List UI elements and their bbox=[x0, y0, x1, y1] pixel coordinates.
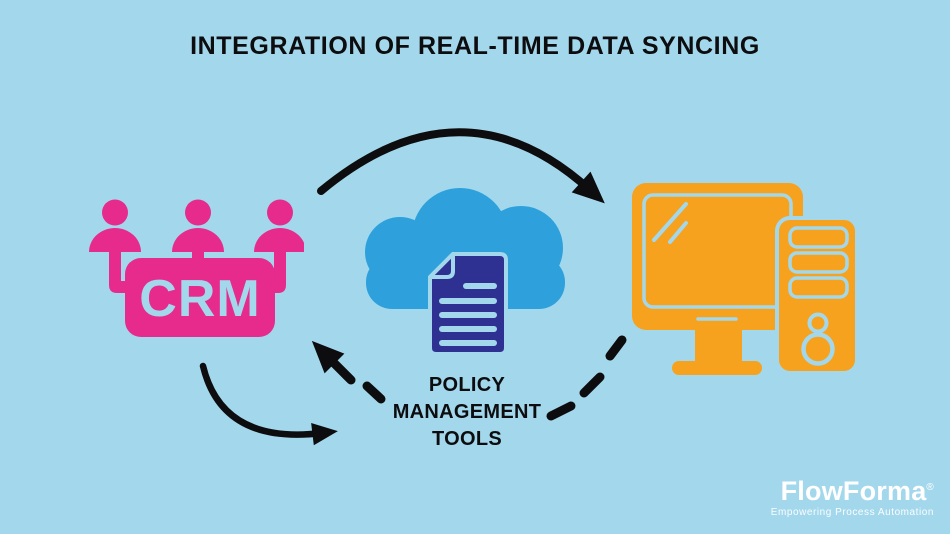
person-body-middle bbox=[172, 228, 224, 252]
monitor-stand-neck bbox=[695, 328, 742, 361]
crm-label: CRM bbox=[139, 270, 260, 328]
policy-tools-line1: POLICY bbox=[428, 374, 506, 396]
arrow-crm-to-policy bbox=[199, 362, 338, 446]
desktop-computer-icon bbox=[632, 183, 859, 375]
dashed-arrow-policy-to-crm bbox=[311, 340, 386, 404]
crm-people bbox=[89, 199, 304, 252]
crm-badge bbox=[125, 258, 275, 337]
person-body-right bbox=[254, 228, 304, 252]
crm-team-icon: CRM bbox=[89, 199, 304, 337]
person-head-middle bbox=[185, 199, 211, 226]
screen-glare-lines bbox=[652, 202, 688, 244]
document-shape bbox=[428, 252, 508, 356]
brand-logo: FlowForma® Empowering Process Automation bbox=[770, 475, 934, 518]
policy-tools-label: POLICY MANAGEMENT TOOLS bbox=[357, 372, 577, 453]
tower-drive-slots bbox=[788, 226, 849, 299]
dashed-line-policy-to-computer bbox=[546, 335, 627, 421]
arrow-crm-to-computer bbox=[317, 128, 605, 204]
document-text-lines bbox=[439, 283, 497, 346]
tower-speaker-circle bbox=[801, 332, 835, 366]
cloud-document-icon bbox=[365, 188, 565, 356]
person-body-left bbox=[89, 228, 141, 252]
person-head-left bbox=[102, 199, 128, 226]
registered-trademark-symbol: ® bbox=[926, 481, 934, 493]
document-fold bbox=[428, 252, 455, 279]
brand-tagline: Empowering Process Automation bbox=[770, 507, 934, 518]
brand-wordmark: FlowForma® bbox=[780, 475, 934, 506]
monitor-stand-base bbox=[672, 361, 762, 375]
page-title: INTEGRATION OF REAL-TIME DATA SYNCING bbox=[190, 32, 760, 60]
policy-tools-line3: TOOLS bbox=[431, 428, 503, 450]
policy-tools-line2: MANAGEMENT bbox=[392, 401, 542, 423]
tower-power-button bbox=[807, 312, 829, 334]
person-head-right bbox=[267, 199, 293, 226]
